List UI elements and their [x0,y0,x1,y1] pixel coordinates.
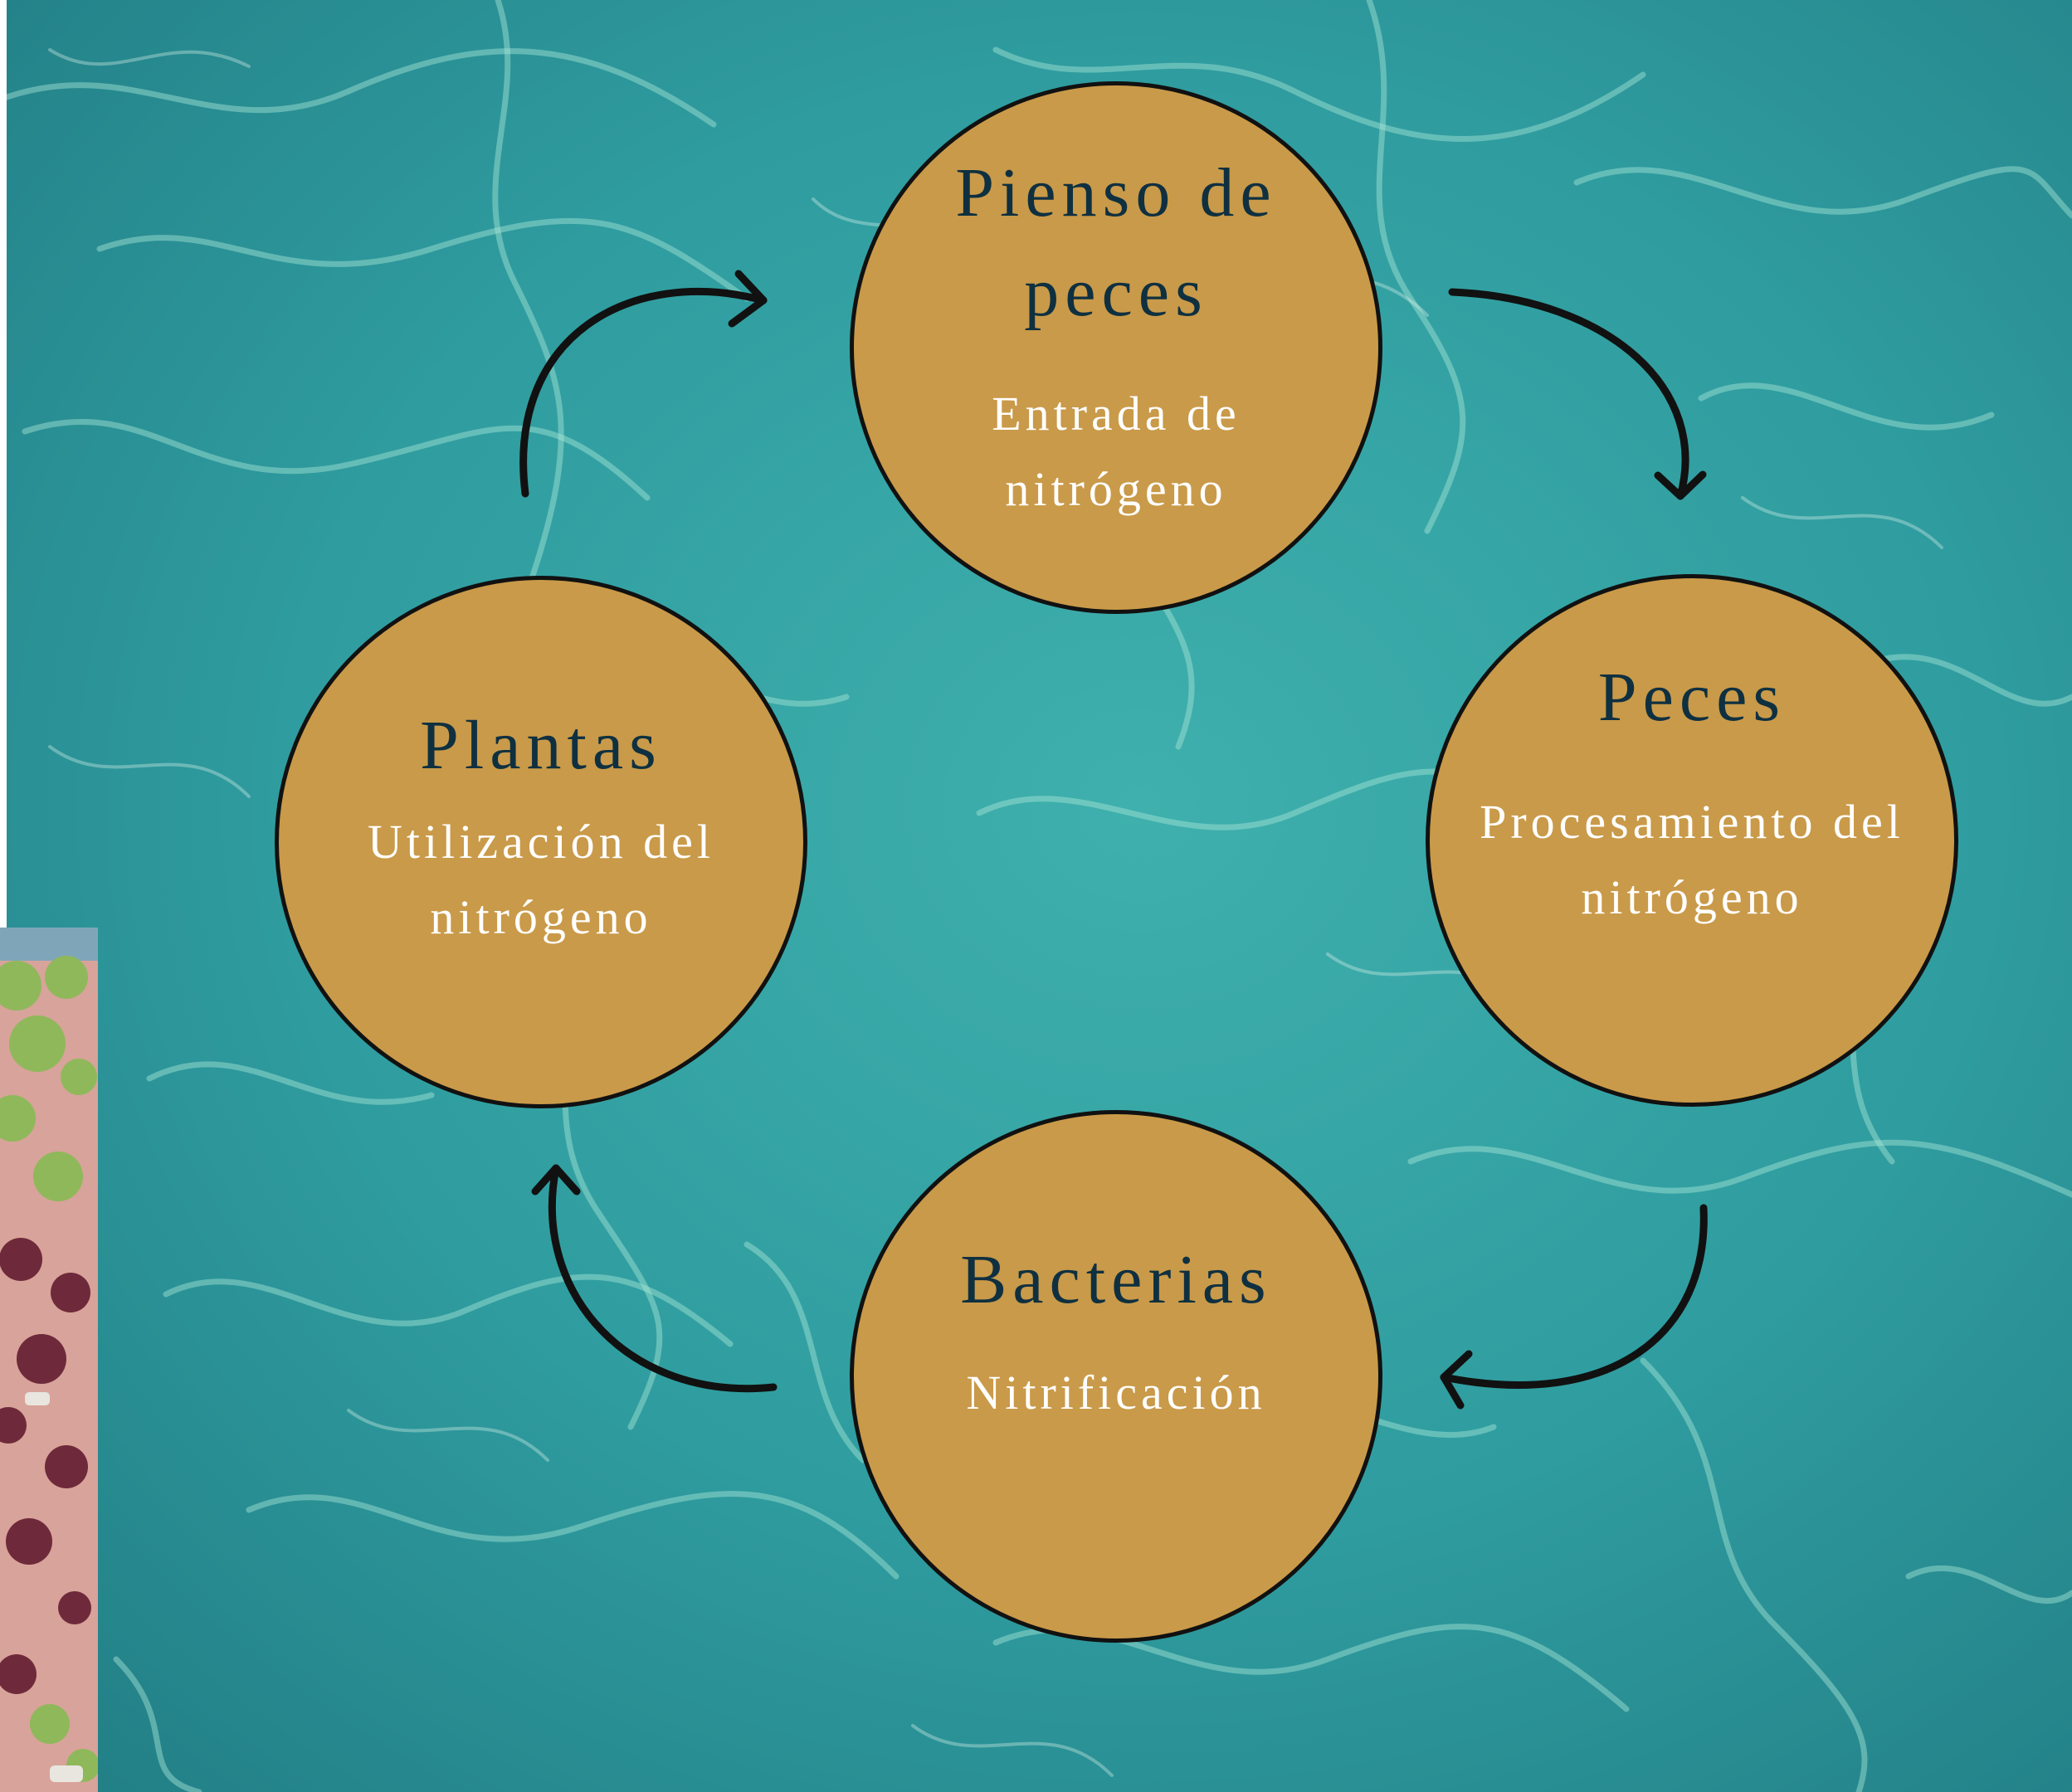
clockwise-cycle-arrow-icon [1452,292,1703,496]
node-bacteria-subtitle: Nitrificación [854,1355,1378,1430]
node-fish-subtitle: Procesamiento del nitrógeno [1430,784,1954,935]
node-fish-feed-subtitle: Entrada de nitrógeno [854,376,1378,527]
node-fish-feed: Pienso de peces Entrada de nitrógeno [850,81,1382,614]
node-plants-subtitle: Utilización del nitrógeno [279,804,803,955]
clockwise-cycle-arrow-icon [1444,1208,1704,1405]
node-fish: Peces Procesamiento del nitrógeno [1426,574,1958,1107]
clockwise-cycle-arrow-icon [535,1168,773,1389]
node-bacteria-title: Bacterias [854,1230,1378,1330]
node-bacteria: Bacterias Nitrificación [850,1110,1382,1643]
node-plants: Plantas Utilización del nitrógeno [275,576,807,1108]
node-fish-feed-title: Pienso de peces [854,144,1378,343]
clockwise-cycle-arrow-icon [524,274,763,494]
node-plants-title: Plantas [279,696,803,796]
node-fish-title: Peces [1430,648,1954,747]
